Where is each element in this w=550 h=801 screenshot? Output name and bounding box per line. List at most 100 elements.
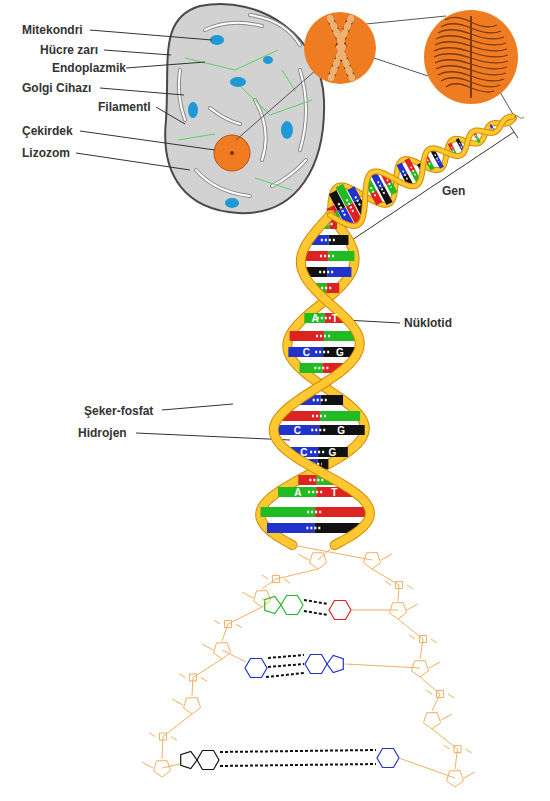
- base-letter: T: [331, 487, 337, 498]
- hydrogen-bond: [451, 147, 454, 152]
- phosphate-group: [395, 581, 402, 588]
- base-letter: T: [332, 313, 338, 324]
- hydrogen-bond: [319, 271, 335, 274]
- gene-bracket: [348, 126, 518, 246]
- purine-ring: [281, 596, 303, 615]
- glycosidic-bond: [345, 664, 420, 668]
- hydrogen-bond: [320, 255, 336, 258]
- chromatin-circle: [424, 10, 518, 104]
- glycosidic-bond: [399, 758, 455, 778]
- phosphate-group: [159, 733, 166, 740]
- hydrogen-bond: [310, 451, 326, 454]
- phosphate-link: [222, 624, 228, 641]
- cell: [165, 4, 324, 213]
- base-letter: A: [294, 487, 301, 498]
- base-letter: G: [329, 447, 337, 458]
- phosphate-link: [262, 579, 276, 589]
- base-right: [328, 251, 354, 261]
- chromosome: [330, 18, 352, 78]
- phosphate-oxygen: [431, 639, 437, 643]
- backbone-strand-edge: [274, 215, 370, 545]
- hydrogen-bond: [410, 166, 415, 175]
- glycosidic-bond: [262, 598, 266, 603]
- backbone-strand-edge: [260, 215, 365, 545]
- phosphate-oxygen: [407, 585, 413, 589]
- endoplasmic-reticulum: [179, 15, 306, 196]
- part-label: Lizozom: [22, 146, 70, 160]
- part-label: Mitekondri: [22, 23, 83, 37]
- hydrogen-bond: [321, 239, 337, 242]
- hydrogen-bond: [459, 143, 462, 148]
- pyrimidine-ring: [329, 601, 351, 620]
- chromatin-loops: [434, 16, 508, 98]
- glycosidic-bond: [162, 764, 180, 768]
- side-chain: [172, 699, 183, 705]
- sugar-ring: [390, 603, 407, 619]
- nucleus: [214, 135, 250, 171]
- hydrogen-bond: [355, 196, 360, 206]
- part-label: Gen: [442, 184, 465, 198]
- phosphate-oxygen: [262, 575, 268, 579]
- hydrogen-bond: [387, 179, 391, 187]
- phosphate-oxygen: [448, 694, 454, 698]
- base-left: [260, 507, 315, 517]
- side-chain: [429, 662, 440, 668]
- part-label: Şeker-fosfat: [84, 404, 153, 418]
- nucleolus: [230, 151, 234, 155]
- phosphate-oxygen: [149, 733, 155, 737]
- base-left: [288, 347, 323, 357]
- sugar-ring: [412, 661, 429, 677]
- phosphate-link: [228, 607, 262, 624]
- hydrogen-bond: [268, 655, 304, 658]
- purine-ring: [197, 751, 219, 770]
- part-label: Filamentl: [98, 100, 151, 114]
- phosphate-oxygen: [171, 737, 177, 741]
- hydrogen-bond: [309, 479, 324, 482]
- hydrogen-bond: [371, 187, 376, 196]
- part-label: Endoplazmik: [52, 61, 126, 75]
- side-chain: [381, 554, 392, 560]
- molecular-structure: [142, 545, 475, 787]
- base-right: [373, 192, 379, 204]
- hydrogen-bond: [314, 367, 330, 370]
- cell-membrane: [165, 4, 324, 213]
- hydrogen-bond: [378, 181, 385, 194]
- hydrogen-bond: [313, 399, 329, 402]
- base-right: [389, 184, 394, 194]
- phosphate-oxygen: [444, 745, 450, 749]
- phosphate-link: [276, 569, 318, 579]
- hydrogen-bond: [403, 171, 408, 180]
- glycosidic-bond: [222, 650, 246, 662]
- glycosidic-bond: [351, 610, 398, 611]
- phosphate-oxygen: [201, 678, 207, 682]
- hydrogen-bond: [321, 287, 331, 290]
- side-chain: [464, 772, 475, 778]
- phosphate-link: [193, 659, 222, 678]
- base-right: [339, 186, 349, 205]
- phosphate-link: [455, 749, 458, 769]
- base-right: [437, 158, 442, 168]
- base-letter: C: [300, 447, 307, 458]
- purine-ring: [265, 596, 281, 613]
- phosphate-oxygen: [179, 674, 185, 678]
- phosphate-group: [272, 575, 279, 582]
- hydrogen-bond: [220, 764, 376, 766]
- base-right: [319, 425, 364, 435]
- phosphate-oxygen: [466, 749, 472, 753]
- leader-lines: [76, 30, 400, 440]
- chromosome-circle: [304, 12, 376, 84]
- part-label: Golgi Cihazı: [22, 81, 91, 95]
- hydrogen-bond: [304, 600, 328, 604]
- phosphate-link: [192, 678, 193, 697]
- hydrogen-bond: [268, 664, 304, 667]
- filaments: [178, 50, 312, 190]
- side-chain: [242, 592, 253, 598]
- hydrogen-bond: [220, 750, 376, 752]
- base-right: [320, 411, 360, 421]
- side-chain: [407, 604, 418, 610]
- backbone-strand-edge: [330, 116, 513, 225]
- phosphate-oxygen: [284, 579, 290, 583]
- base-letter: G: [336, 347, 344, 358]
- phosphate-link: [163, 714, 192, 737]
